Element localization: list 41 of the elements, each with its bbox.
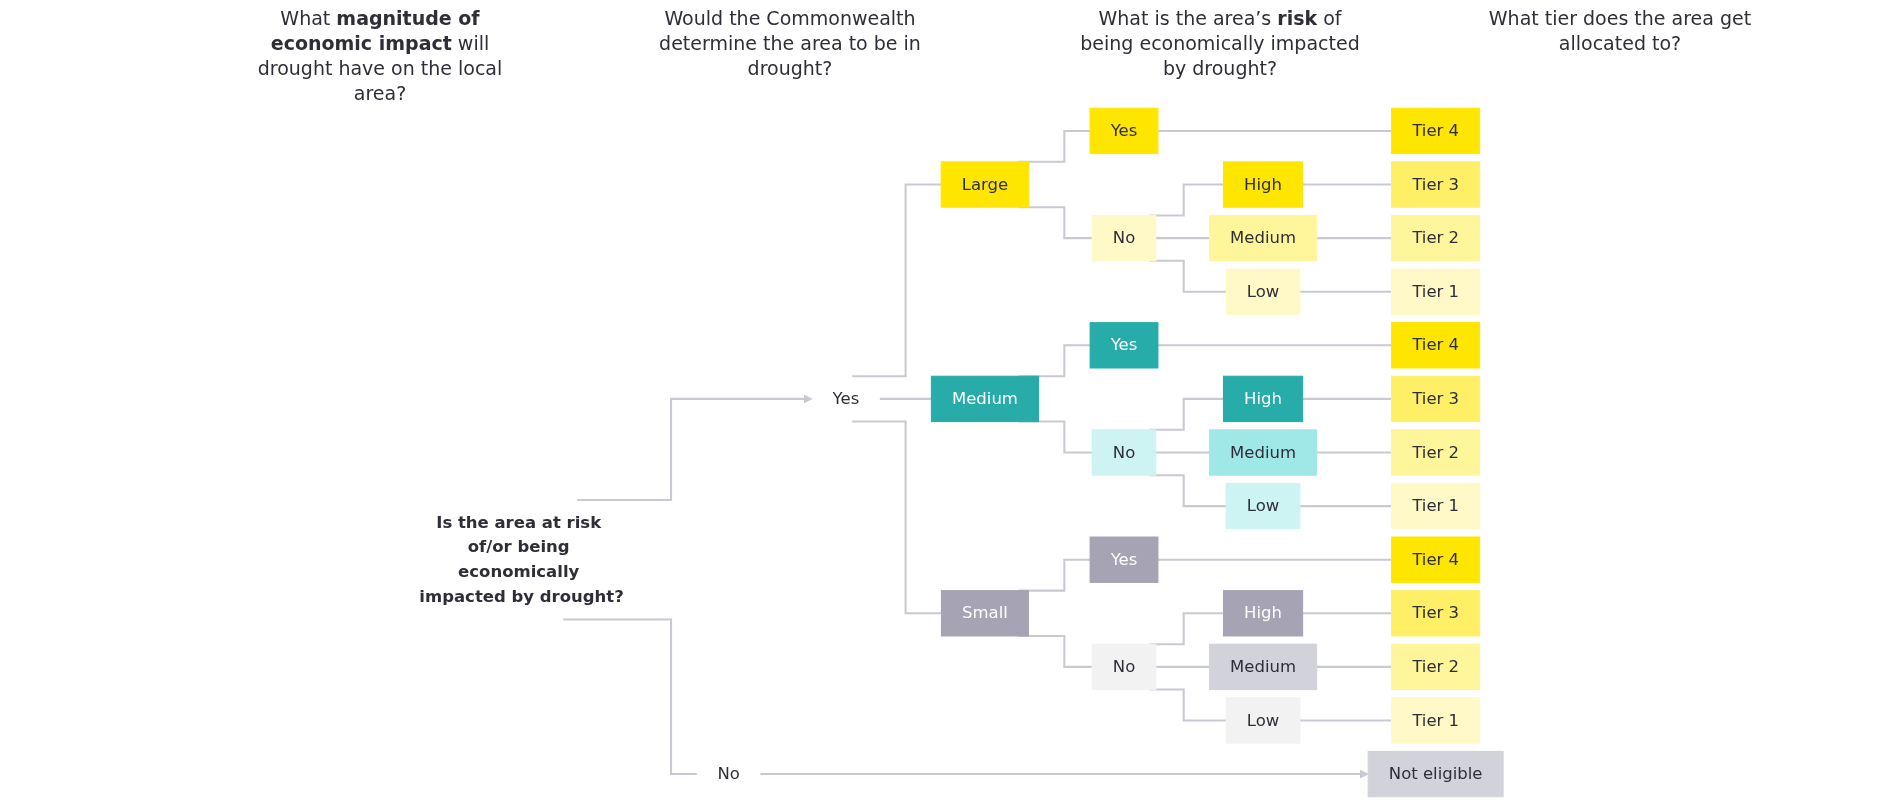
node-box: Tier 4 [1391, 107, 1481, 155]
node-box: Yes [1089, 322, 1159, 369]
node-box: No [1091, 429, 1157, 476]
node-box: Low [1225, 482, 1301, 530]
node-box: Small [940, 590, 1029, 637]
column-heading: What tier does the area get allocated to? [1487, 6, 1753, 56]
arrow [577, 394, 813, 501]
node-box: Tier 1 [1391, 697, 1481, 744]
node-box: No [1091, 643, 1157, 691]
node-box: Medium [1208, 643, 1318, 691]
node-box: Tier 3 [1391, 590, 1481, 637]
node-box: Medium [1208, 429, 1318, 476]
node-box: High [1222, 161, 1304, 208]
node-box: High [1222, 375, 1304, 423]
node-box: Tier 1 [1391, 268, 1481, 315]
node-box: Tier 3 [1391, 161, 1481, 208]
node-box: Tier 4 [1391, 322, 1481, 369]
node-box: Tier 2 [1391, 643, 1481, 691]
node-box: Tier 2 [1391, 429, 1481, 476]
node-box: Tier 3 [1391, 375, 1481, 423]
column-heading: What magnitude of economic impact will drought have on the local area? [256, 6, 504, 106]
node-box: Tier 4 [1391, 536, 1481, 583]
node-box: Tier 2 [1391, 214, 1481, 262]
node-box: Low [1225, 268, 1301, 315]
arrow [760, 769, 1369, 779]
node-text: No [717, 763, 740, 784]
node-box: Medium [930, 375, 1040, 423]
node-box: Not eligible [1367, 750, 1504, 798]
node-text: Yes [832, 388, 860, 409]
column-heading: Would the Commonwealth determine the area to be in drought? [658, 6, 922, 81]
connector [563, 618, 698, 776]
node-box: Yes [1089, 536, 1159, 583]
node-box: Low [1225, 697, 1301, 744]
node-box: High [1222, 590, 1304, 637]
node-box: Medium [1208, 214, 1318, 262]
node-box: Yes [1089, 107, 1159, 155]
column-heading: What is the area’s risk of being economically impacted by drought? [1079, 6, 1361, 81]
node-box: No [1091, 214, 1157, 262]
node-text: Is the area at risk of/or being economically impacted by drought? [419, 512, 624, 607]
node-box: Large [940, 161, 1030, 208]
node-box: Tier 1 [1391, 482, 1481, 530]
